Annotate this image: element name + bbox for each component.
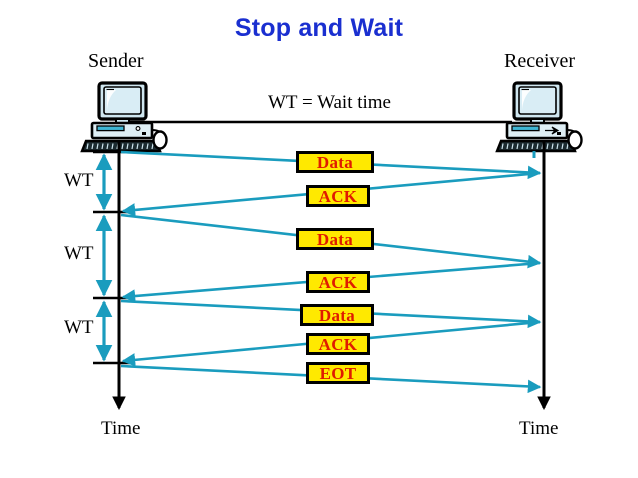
sender-computer-icon — [80, 81, 168, 158]
message-box-ack-3[interactable]: ACK — [306, 333, 370, 355]
receiver-computer-icon — [495, 81, 583, 158]
wt-interval-label-1: WT — [64, 170, 94, 191]
message-box-data-1[interactable]: Data — [296, 151, 374, 173]
wt-interval-label-3: WT — [64, 317, 94, 338]
message-box-data-2[interactable]: Data — [296, 228, 374, 250]
message-box-ack-2[interactable]: ACK — [306, 271, 370, 293]
message-box-data-3[interactable]: Data — [300, 304, 374, 326]
page-title: Stop and Wait — [234, 14, 404, 42]
message-box-ack-1[interactable]: ACK — [306, 185, 370, 207]
message-box-eot[interactable]: EOT — [306, 362, 370, 384]
receiver-time-axis-label: Time — [519, 418, 559, 439]
sender-label: Sender — [88, 50, 144, 72]
sender-time-axis-label: Time — [101, 418, 141, 439]
wt-interval-label-2: WT — [64, 243, 94, 264]
receiver-label: Receiver — [504, 50, 576, 72]
legend-wait-time: WT = Wait time — [268, 92, 391, 113]
